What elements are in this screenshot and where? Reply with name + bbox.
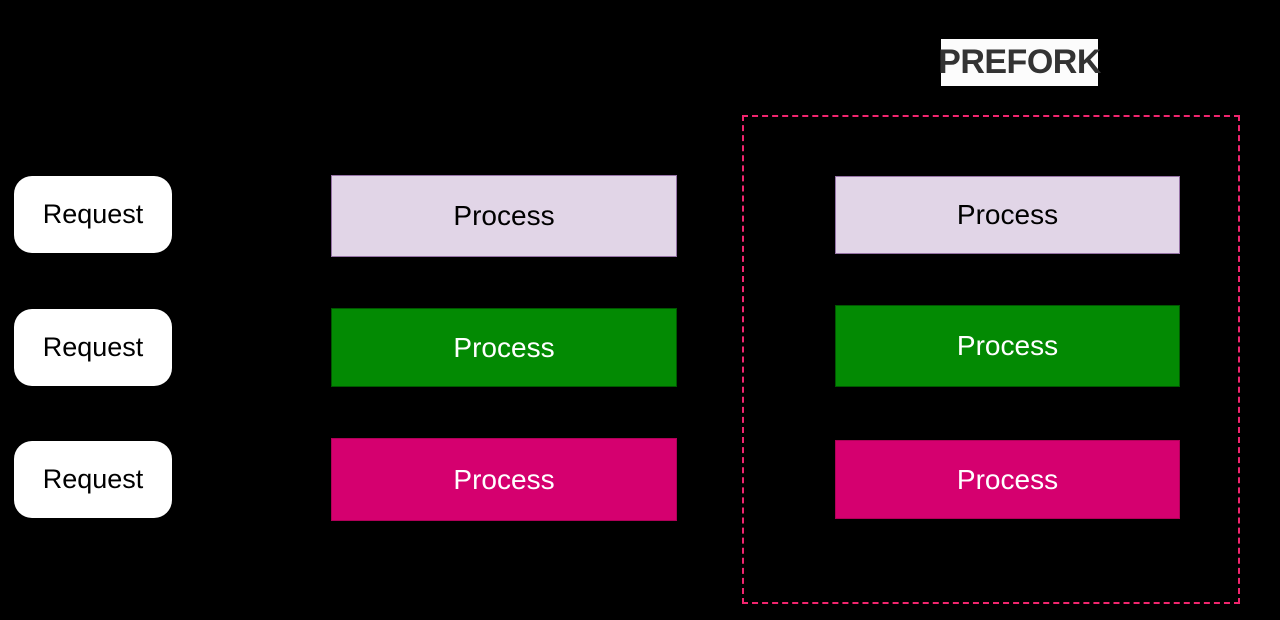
request-node: Request bbox=[14, 441, 172, 518]
prefork-process-node-lavender: Process bbox=[835, 176, 1180, 254]
process-node-green: Process bbox=[331, 308, 677, 387]
request-node: Request bbox=[14, 309, 172, 386]
process-node-lavender: Process bbox=[331, 175, 677, 257]
prefork-group-boundary bbox=[742, 115, 1240, 604]
request-node: Request bbox=[14, 176, 172, 253]
process-node-pink: Process bbox=[331, 438, 677, 521]
prefork-process-node-green: Process bbox=[835, 305, 1180, 387]
prefork-title-label: PREFORK bbox=[938, 43, 1101, 81]
prefork-process-node-pink: Process bbox=[835, 440, 1180, 519]
prefork-title-box: PREFORK bbox=[938, 39, 1101, 86]
